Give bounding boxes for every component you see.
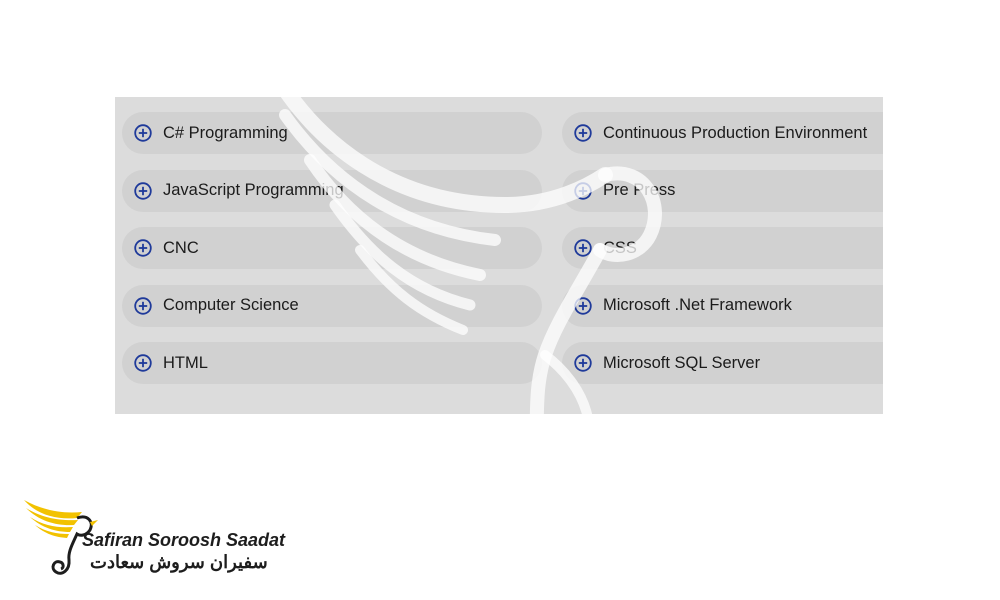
topic-label: CSS bbox=[603, 238, 637, 257]
topic-label: Microsoft .Net Framework bbox=[603, 296, 792, 314]
plus-circle-icon bbox=[134, 124, 152, 142]
topic-label: Pre Press bbox=[603, 181, 676, 199]
topic-item[interactable]: Pre Press bbox=[562, 169, 883, 212]
topic-label: Microsoft SQL Server bbox=[603, 353, 761, 372]
topic-item[interactable]: Microsoft .Net Framework bbox=[562, 284, 883, 327]
topic-item[interactable]: C# Programming bbox=[122, 112, 542, 154]
brand-name-english: Safiran Soroosh Saadat bbox=[82, 530, 286, 550]
plus-circle-icon bbox=[134, 296, 152, 315]
plus-circle-icon bbox=[574, 239, 592, 257]
plus-circle-icon bbox=[134, 354, 152, 372]
topic-label: CNC bbox=[163, 238, 199, 257]
brand-logo[interactable]: Safiran Soroosh Saadat سفیران سروش سعادت bbox=[22, 490, 297, 580]
topic-item[interactable]: Continuous Production Environment bbox=[562, 112, 883, 154]
topic-item[interactable]: Computer Science bbox=[122, 284, 542, 327]
brand-name-persian: سفیران سروش سعادت bbox=[90, 552, 268, 572]
phoenix-logo-icon bbox=[24, 500, 98, 575]
topic-item[interactable]: CNC bbox=[122, 227, 542, 269]
topics-column-right: Continuous Production Environment Pre Pr… bbox=[562, 112, 883, 400]
topic-label: HTML bbox=[163, 353, 208, 372]
plus-circle-icon bbox=[574, 181, 592, 200]
topic-item[interactable]: Microsoft SQL Server bbox=[562, 342, 883, 384]
topic-label: JavaScript Programming bbox=[163, 181, 344, 199]
topic-item[interactable]: JavaScript Programming bbox=[122, 169, 542, 212]
plus-circle-icon bbox=[574, 354, 592, 372]
plus-circle-icon bbox=[574, 124, 592, 142]
plus-circle-icon bbox=[574, 296, 592, 315]
topic-label: Computer Science bbox=[163, 296, 299, 314]
topic-label: C# Programming bbox=[163, 123, 288, 142]
plus-circle-icon bbox=[134, 181, 152, 200]
topics-column-left: C# Programming JavaScript Programming CN… bbox=[122, 112, 542, 400]
plus-circle-icon bbox=[134, 239, 152, 257]
topic-item[interactable]: CSS bbox=[562, 227, 883, 269]
topics-panel: C# Programming JavaScript Programming CN… bbox=[115, 97, 883, 414]
topic-label: Continuous Production Environment bbox=[603, 123, 868, 142]
topic-item[interactable]: HTML bbox=[122, 342, 542, 384]
